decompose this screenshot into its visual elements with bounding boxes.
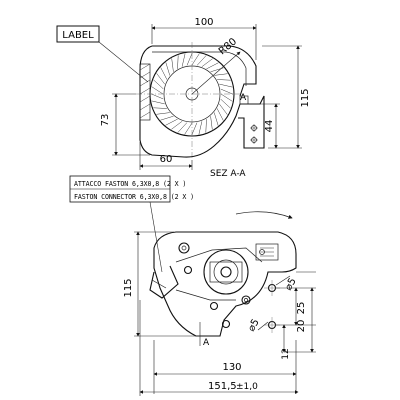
dim-hole2-label: ⌀5 bbox=[246, 317, 262, 333]
duct-detail bbox=[151, 279, 167, 289]
impeller-blade bbox=[153, 107, 167, 109]
dim-20-label: 20 bbox=[296, 320, 307, 333]
dim-left-label: 73 bbox=[100, 114, 111, 127]
dim-bottom-60: 60 bbox=[139, 142, 193, 170]
bracket-arm-lower bbox=[175, 289, 236, 301]
side-wall-hatch bbox=[139, 63, 151, 121]
connector-line2: FASTON CONNECTOR 6,3X0,8 (2 X ) bbox=[74, 193, 194, 201]
impeller-blade bbox=[205, 119, 207, 133]
impeller-blade bbox=[153, 79, 164, 90]
impeller-blade bbox=[165, 118, 178, 126]
dim-height-label: 115 bbox=[300, 88, 311, 107]
impeller-blade bbox=[151, 100, 165, 105]
impeller-blade bbox=[219, 103, 228, 115]
section-label: SEZ A-A bbox=[210, 169, 246, 179]
impeller-blade bbox=[156, 73, 165, 85]
impeller-blade bbox=[150, 93, 164, 100]
impeller-blade bbox=[160, 67, 168, 80]
impeller-blade bbox=[214, 73, 228, 76]
impeller-blade bbox=[186, 52, 193, 66]
impeller-blade bbox=[177, 55, 179, 69]
rotation-arrow bbox=[235, 211, 293, 219]
label-text: LABEL bbox=[62, 30, 94, 41]
bracket-holes bbox=[239, 95, 258, 144]
mounting-screws bbox=[178, 242, 265, 329]
impeller-blade bbox=[156, 112, 170, 115]
dim-bottom-height: 115 bbox=[123, 231, 200, 337]
section-marker-a-bottom: A bbox=[203, 338, 210, 348]
impeller-blade bbox=[191, 122, 198, 136]
impeller-blade bbox=[196, 55, 207, 66]
dim-overall: 151,5 ±1,0 bbox=[139, 300, 299, 396]
motor-body bbox=[203, 249, 249, 295]
motor-plate bbox=[209, 261, 243, 283]
impeller-blade bbox=[201, 58, 213, 67]
impeller-blade bbox=[181, 53, 186, 67]
dim-25-label: 25 bbox=[296, 302, 307, 315]
dim-right-stack: 25 20 12 bbox=[276, 271, 316, 360]
impeller-blade bbox=[217, 79, 231, 81]
bottom-housing-outline bbox=[153, 231, 297, 337]
impeller-blade bbox=[210, 116, 213, 130]
outlet-duct bbox=[149, 265, 179, 299]
bottom-view: ⌀5 ⌀5 115 25 20 12 130 bbox=[123, 211, 316, 396]
impeller-blade bbox=[220, 88, 234, 95]
dim-130: 130 bbox=[153, 340, 297, 394]
impeller-blade bbox=[206, 62, 219, 70]
dim-overall-label: 151,5 bbox=[208, 381, 237, 392]
connector-line1: ATTACCO FASTON 6,3X0,8 (2 X ) bbox=[74, 180, 186, 188]
dim-width-label: 100 bbox=[194, 17, 213, 28]
label-callout: LABEL bbox=[56, 25, 149, 83]
label-box bbox=[56, 25, 100, 43]
impeller-blade bbox=[198, 121, 203, 135]
dim-tolerance-label: ±1,0 bbox=[236, 382, 258, 392]
impeller-blade bbox=[216, 108, 224, 121]
housing-inner bbox=[152, 51, 247, 86]
dim-left-73: 73 bbox=[100, 93, 150, 156]
impeller-blade bbox=[220, 98, 231, 109]
top-view: LABEL bbox=[56, 17, 311, 179]
impeller-blade bbox=[184, 122, 193, 135]
motor-inner bbox=[213, 259, 239, 285]
impeller-blades bbox=[150, 52, 234, 136]
dim-top-height: 115 bbox=[262, 45, 311, 149]
dim-bottom-height-label: 115 bbox=[123, 278, 134, 297]
impeller-blade bbox=[191, 53, 200, 66]
impeller-blade bbox=[219, 83, 233, 88]
impeller-blade bbox=[171, 121, 183, 130]
impeller-blade bbox=[165, 62, 171, 76]
impeller-blade bbox=[151, 86, 164, 95]
dim-radius-label: R80 bbox=[217, 36, 239, 57]
dim-right-44: 44 bbox=[248, 103, 280, 149]
connector-callout: ATTACCO FASTON 6,3X0,8 (2 X ) FASTON CON… bbox=[69, 175, 194, 273]
impeller-blade bbox=[177, 122, 188, 133]
connector-leader bbox=[149, 201, 163, 273]
dim-bottom-label: 60 bbox=[160, 154, 173, 165]
dim-12-label: 12 bbox=[281, 348, 291, 359]
dim-right-label: 44 bbox=[264, 120, 275, 133]
impeller-blade bbox=[213, 112, 219, 126]
section-marker-a-top: A bbox=[240, 93, 247, 103]
impeller-blade bbox=[160, 115, 174, 121]
dim-130-label: 130 bbox=[222, 362, 241, 373]
impeller-blade bbox=[171, 58, 174, 72]
impeller-blade bbox=[220, 93, 233, 102]
dim-top-width: 100 bbox=[151, 17, 257, 60]
terminal-block bbox=[255, 243, 279, 261]
motor-shaft bbox=[220, 266, 232, 278]
bracket-arm bbox=[175, 247, 263, 263]
